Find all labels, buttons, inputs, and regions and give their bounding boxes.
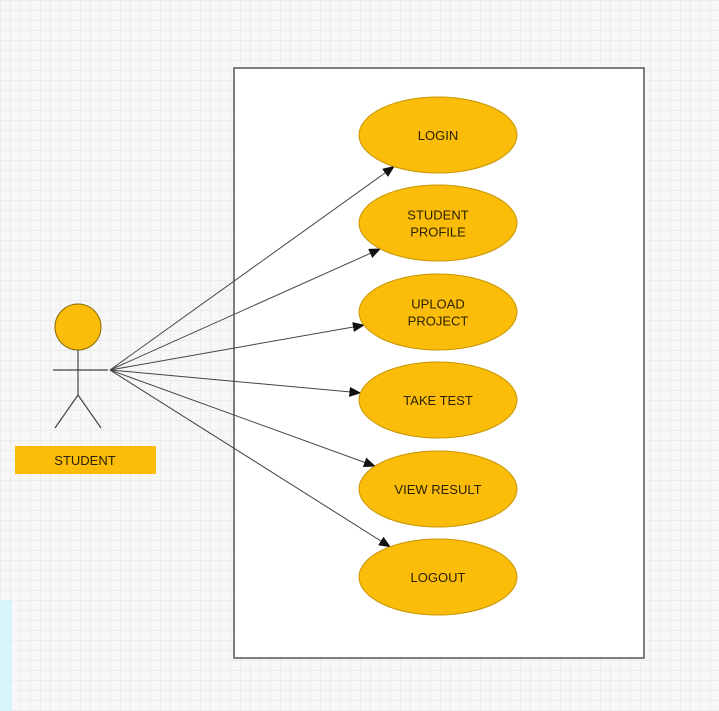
use-cases: LOGIN STUDENT PROFILE UPLOAD PROJECT TAKE TES… (358, 96, 518, 616)
association-lines (109, 165, 395, 548)
use-case-ellipse (358, 184, 518, 262)
actor-label: STUDENT (54, 453, 115, 468)
use-case-label: STUDENT (407, 208, 468, 223)
use-case-label: LOGOUT (411, 570, 466, 585)
association-line-student-profile (109, 248, 382, 371)
actor-label-box (15, 446, 156, 474)
left-edge-strip (0, 600, 12, 711)
use-case-logout[interactable]: LOGOUT (358, 538, 518, 616)
use-case-ellipse (358, 538, 518, 616)
use-case-login[interactable]: LOGIN (358, 96, 518, 174)
association-line-take-test (109, 369, 362, 397)
use-case-ellipse (358, 96, 518, 174)
use-case-student-profile[interactable]: STUDENT PROFILE (358, 184, 518, 262)
use-case-label: PROFILE (410, 225, 466, 240)
use-case-label: PROJECT (408, 314, 469, 329)
actor-student[interactable]: STUDENT (15, 303, 156, 474)
use-case-view-result[interactable]: VIEW RESULT (358, 450, 518, 528)
association-line-upload-project (109, 322, 365, 371)
actor-left-leg (54, 394, 79, 429)
use-case-label: TAKE TEST (403, 393, 473, 408)
use-case-label: LOGIN (418, 128, 458, 143)
actor-head (54, 303, 102, 351)
use-case-label: UPLOAD (411, 297, 464, 312)
use-case-take-test[interactable]: TAKE TEST (358, 361, 518, 439)
actor-right-leg (77, 394, 102, 429)
association-line-logout (109, 369, 391, 548)
use-case-upload-project[interactable]: UPLOAD PROJECT (358, 273, 518, 351)
use-case-ellipse (358, 450, 518, 528)
use-case-label: VIEW RESULT (394, 482, 481, 497)
use-case-ellipse (358, 273, 518, 351)
use-case-ellipse (358, 361, 518, 439)
association-line-login (109, 165, 395, 371)
association-line-view-result (109, 369, 376, 468)
